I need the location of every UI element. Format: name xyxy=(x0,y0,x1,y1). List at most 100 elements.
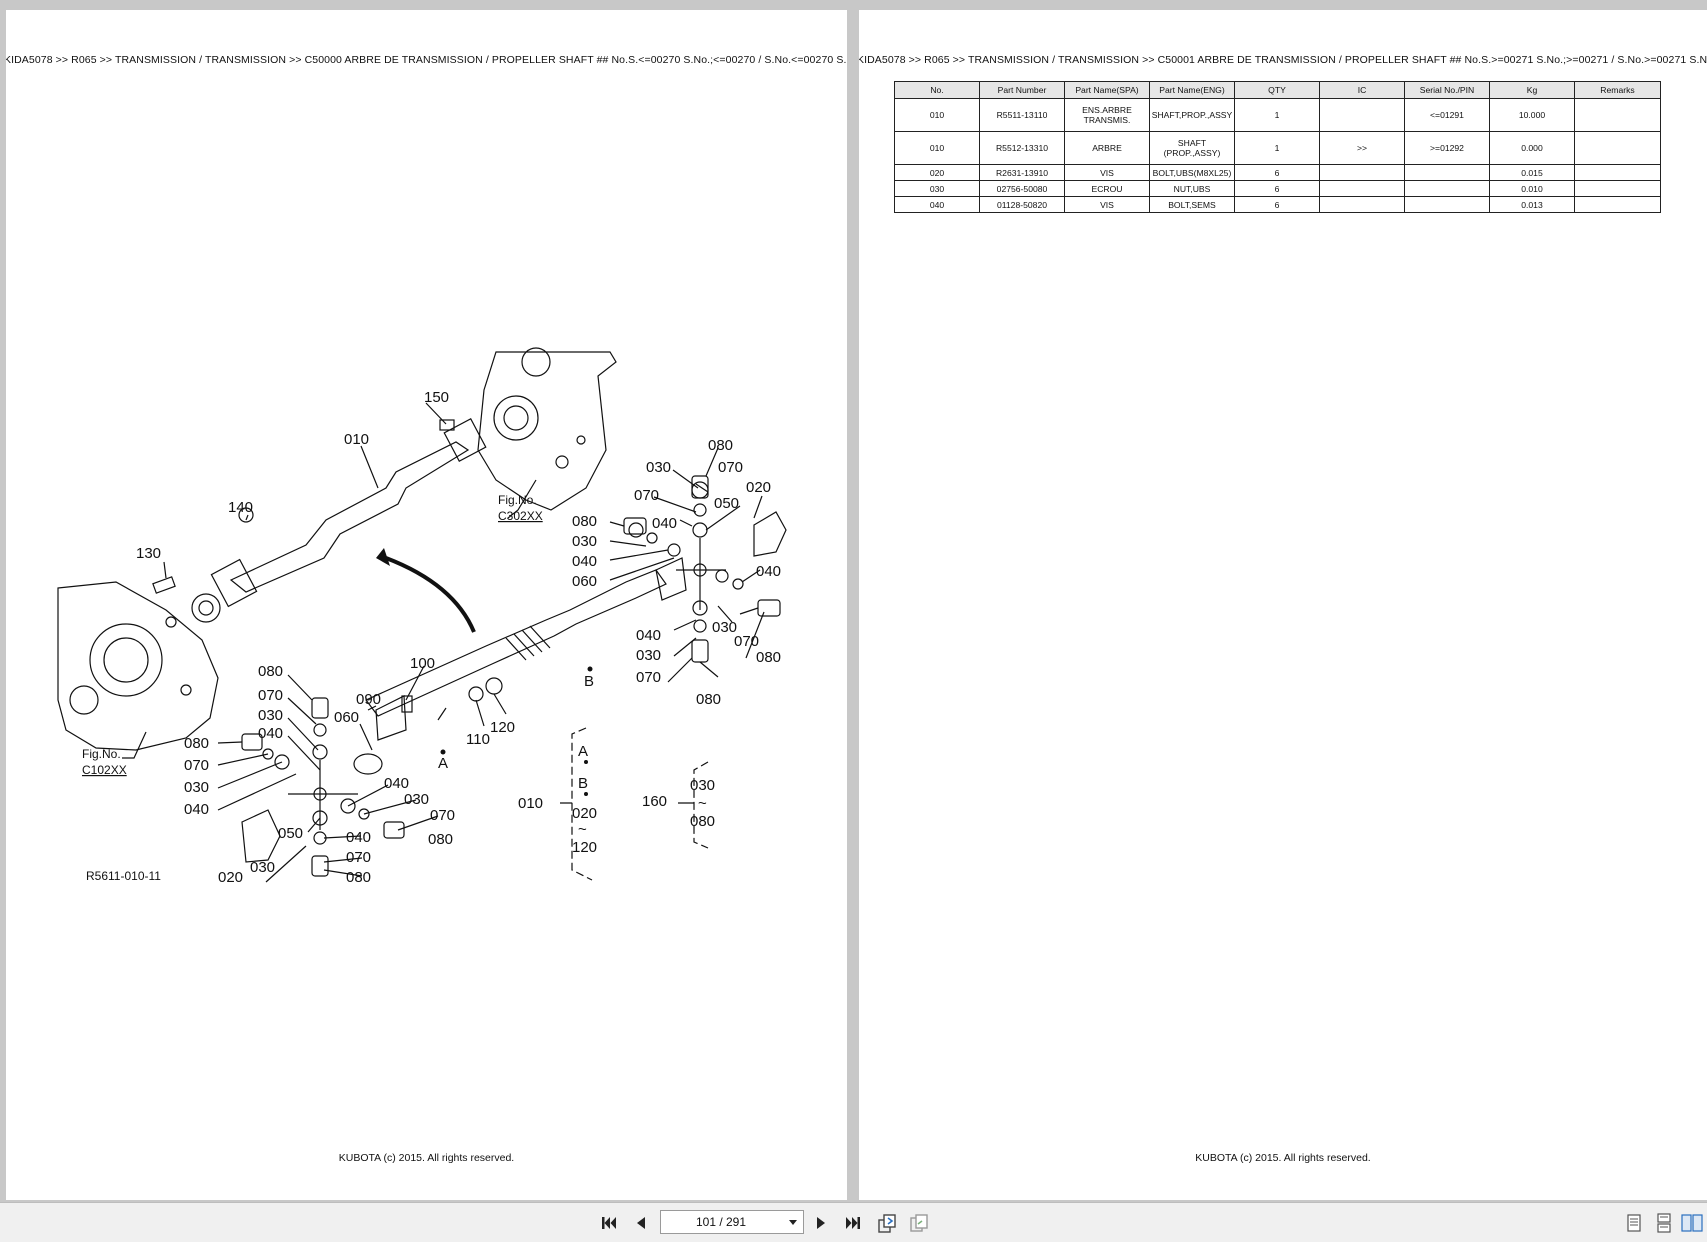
housing-flange xyxy=(493,395,539,441)
callout-080: 080 xyxy=(346,869,371,886)
table-cell: VIS xyxy=(1064,164,1150,181)
copy-button[interactable] xyxy=(906,1210,932,1236)
callout-070: 070 xyxy=(718,459,743,476)
table-row: 030 02756-50080 ECROU NUT,UBS 6 0.010 xyxy=(894,180,1661,197)
callout-030: 030 xyxy=(258,707,283,724)
table-cell xyxy=(1319,98,1405,132)
breadcrumb: KIDA5078 >> R065 >> TRANSMISSION / TRANS… xyxy=(859,54,1707,66)
table-cell: 02756-50080 xyxy=(979,180,1065,197)
table-row: 020 R2631-13910 VIS BOLT,UBS(M8XL25) 6 0… xyxy=(894,164,1661,181)
fig-ref-label: Fig.No. xyxy=(498,493,537,507)
page-indicator: 101 / 291 xyxy=(695,1215,747,1229)
callout-030: 030 xyxy=(572,533,597,550)
callout-070: 070 xyxy=(258,687,283,704)
rotation-arrow xyxy=(385,556,476,633)
bracket-item: 120 xyxy=(572,839,597,856)
table-cell: 10.000 xyxy=(1489,98,1575,132)
callout-150: 150 xyxy=(424,389,449,406)
callout-070: 070 xyxy=(636,669,661,686)
table-cell: 020 xyxy=(894,164,980,181)
table-cell: SHAFT,PROP.,ASSY xyxy=(1149,98,1235,132)
document-viewer: KIDA5078 >> R065 >> TRANSMISSION / TRANS… xyxy=(6,10,1707,1200)
bracket-item: 020 xyxy=(572,805,597,822)
figure-id: R5611-010-11 xyxy=(86,869,161,883)
callout-080: 080 xyxy=(708,437,733,454)
yoke-flange-left xyxy=(241,809,281,863)
table-cell: 010 xyxy=(894,131,980,165)
callout-070: 070 xyxy=(430,807,455,824)
table-cell: ARBRE xyxy=(1064,131,1150,165)
bracket-item: ~ xyxy=(578,821,587,838)
table-cell: SHAFT (PROP.,ASSY) xyxy=(1149,131,1235,165)
rotate-button[interactable] xyxy=(874,1210,900,1236)
table-cell: 1 xyxy=(1234,98,1320,132)
bracket-item: B xyxy=(578,775,588,792)
table-cell xyxy=(1319,164,1405,181)
callout-040: 040 xyxy=(346,829,371,846)
callout-080: 080 xyxy=(572,513,597,530)
next-page-icon xyxy=(817,1217,825,1229)
callout-120: 120 xyxy=(490,719,515,736)
table-cell: 6 xyxy=(1234,196,1320,213)
yoke-flange-right xyxy=(753,511,787,557)
table-cell: <=01291 xyxy=(1404,98,1490,132)
bracket-item: 080 xyxy=(690,813,715,830)
table-cell: R5511-13110 xyxy=(979,98,1065,132)
callout-030: 030 xyxy=(646,459,671,476)
table-row: 010 R5512-13310 ARBRE SHAFT (PROP.,ASSY)… xyxy=(894,131,1661,165)
last-page-button[interactable] xyxy=(840,1210,866,1236)
bracket-item: 030 xyxy=(690,777,715,794)
callout-040: 040 xyxy=(636,627,661,644)
callout-020: 020 xyxy=(746,479,771,496)
two-page-icon xyxy=(1681,1214,1703,1232)
callout-080: 080 xyxy=(428,831,453,848)
callout-010: 010 xyxy=(344,431,369,448)
yoke-right xyxy=(655,557,687,601)
table-cell: >=01292 xyxy=(1404,131,1490,165)
callout-030: 030 xyxy=(250,859,275,876)
callout-070: 070 xyxy=(634,487,659,504)
bracket-item: A xyxy=(578,743,588,760)
table-cell: VIS xyxy=(1064,196,1150,213)
copy-icon xyxy=(910,1214,928,1232)
two-page-view-button[interactable] xyxy=(1679,1210,1705,1236)
column-header: Remarks xyxy=(1574,81,1661,99)
bracket-lead: 010 xyxy=(518,795,543,812)
prev-page-button[interactable] xyxy=(628,1210,654,1236)
callout-070: 070 xyxy=(184,757,209,774)
table-cell: ENS.ARBRE TRANSMIS. xyxy=(1064,98,1150,132)
table-row: 010 R5511-13110 ENS.ARBRE TRANSMIS. SHAF… xyxy=(894,98,1661,132)
callout-110: 110 xyxy=(466,731,490,748)
continuous-view-button[interactable] xyxy=(1651,1210,1677,1236)
page-number-select[interactable]: 101 / 291 xyxy=(660,1210,804,1234)
callout-B: B xyxy=(584,673,594,690)
table-cell: 040 xyxy=(894,196,980,213)
table-cell xyxy=(1574,164,1661,181)
fig-ref-number: C302XX xyxy=(498,509,543,523)
callout-080: 080 xyxy=(756,649,781,666)
table-cell: 01128-50820 xyxy=(979,196,1065,213)
table-cell xyxy=(1404,180,1490,197)
continuous-icon xyxy=(1657,1213,1671,1233)
single-page-view-button[interactable] xyxy=(1621,1210,1647,1236)
callout-A: A xyxy=(438,755,448,772)
bracket-lead: 160 xyxy=(642,793,667,810)
next-page-button[interactable] xyxy=(808,1210,834,1236)
housing-left xyxy=(57,581,219,751)
table-cell xyxy=(1404,164,1490,181)
callout-030: 030 xyxy=(404,791,429,808)
housing-right xyxy=(477,351,617,511)
table-cell: NUT,UBS xyxy=(1149,180,1235,197)
bracket-1 xyxy=(571,727,593,881)
table-cell xyxy=(1319,196,1405,213)
first-page-button[interactable] xyxy=(596,1210,622,1236)
chevron-down-icon xyxy=(789,1220,797,1225)
table-cell: ECROU xyxy=(1064,180,1150,197)
table-cell xyxy=(1574,98,1661,132)
callout-040: 040 xyxy=(572,553,597,570)
table-cell: >> xyxy=(1319,131,1405,165)
table-cell xyxy=(1404,196,1490,213)
column-header: Part Number xyxy=(979,81,1065,99)
callout-060: 060 xyxy=(572,573,597,590)
breadcrumb: KIDA5078 >> R065 >> TRANSMISSION / TRANS… xyxy=(6,54,847,66)
